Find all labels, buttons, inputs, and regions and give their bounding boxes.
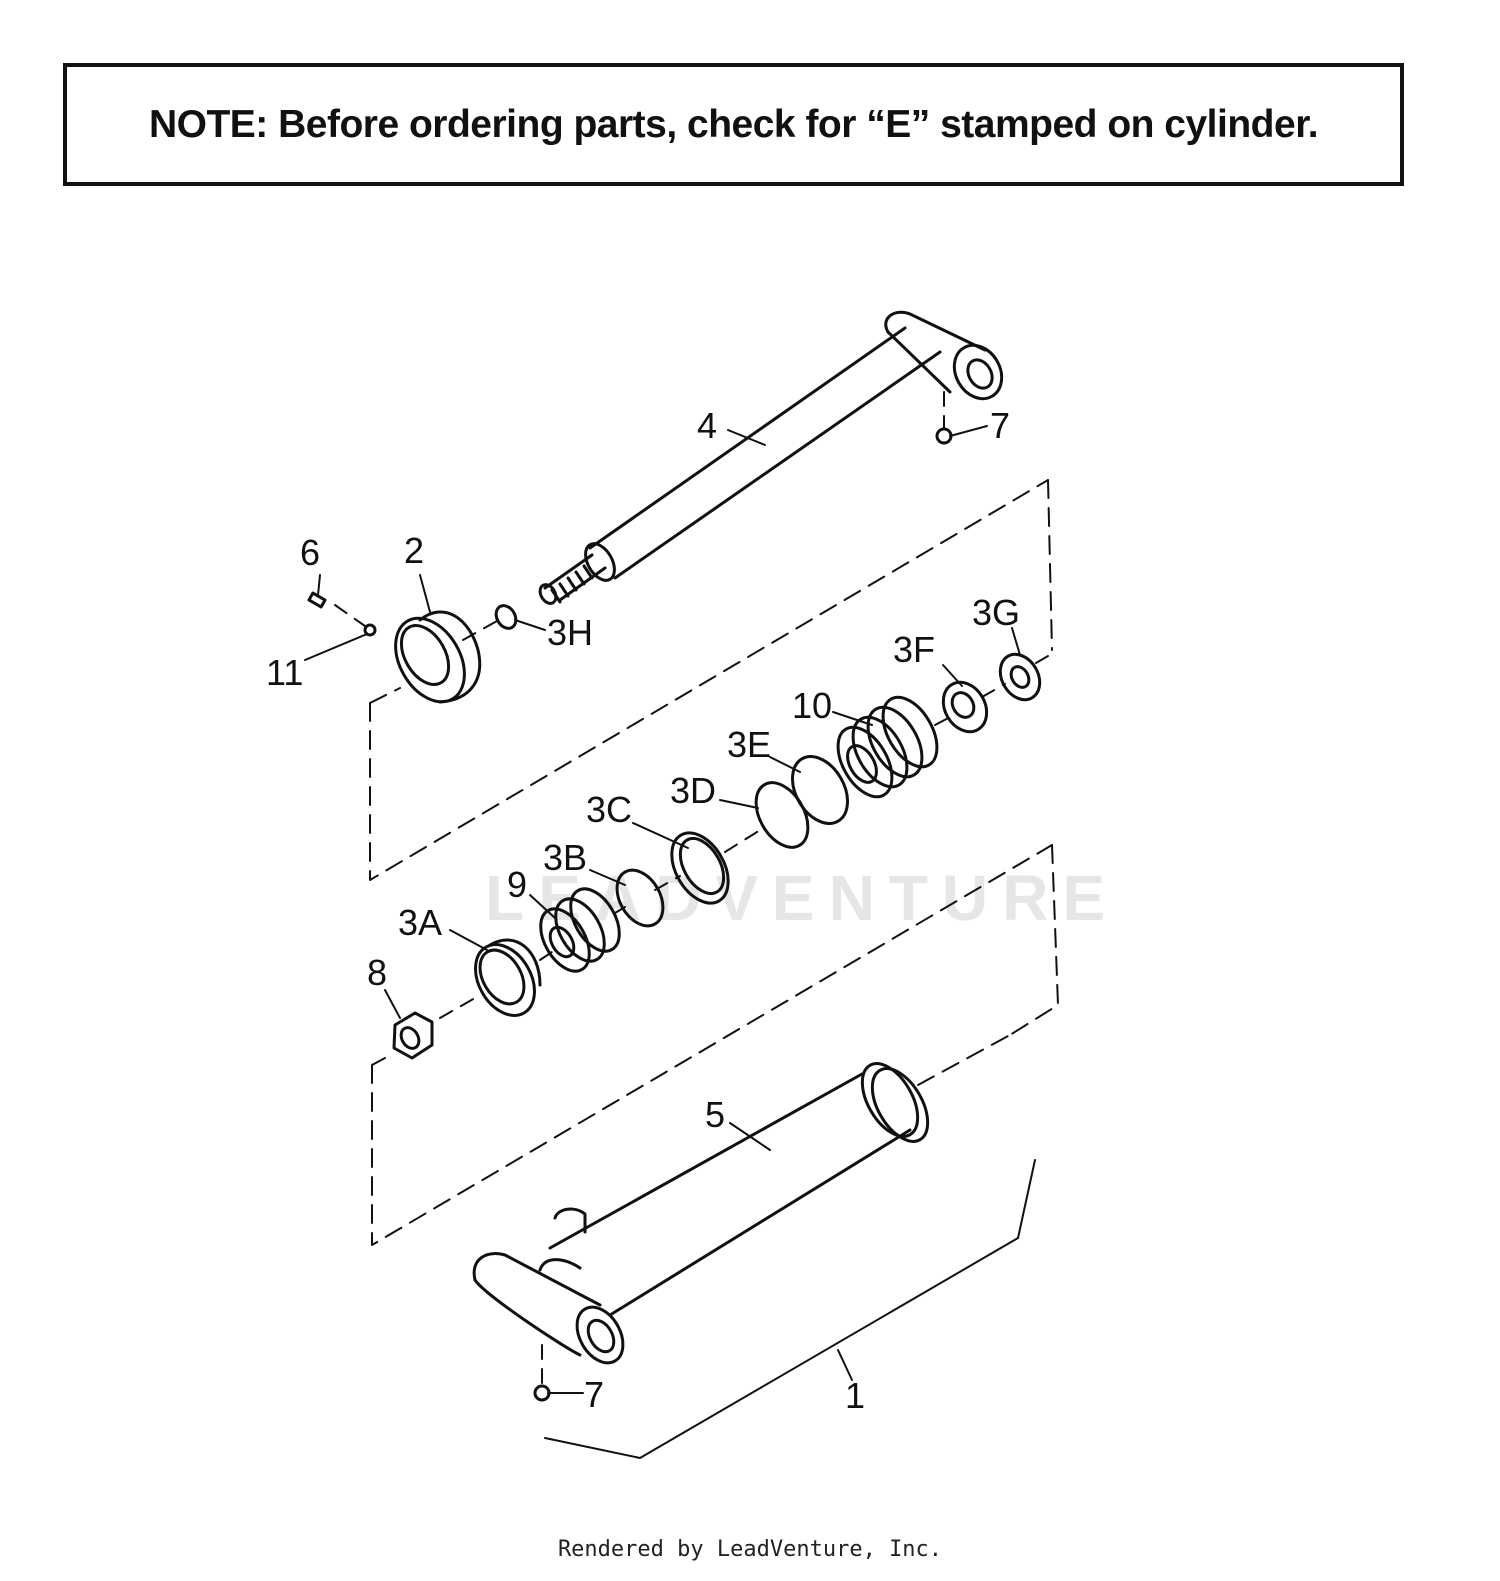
ring-3c bbox=[670, 831, 730, 905]
wear-ring-3a bbox=[474, 938, 542, 1017]
callout-3e: 3E bbox=[727, 724, 771, 765]
gland-part bbox=[394, 610, 482, 704]
washer-7-bottom bbox=[533, 1384, 551, 1402]
callout-4: 4 bbox=[697, 405, 717, 446]
ball-part bbox=[363, 623, 377, 637]
callout-labels: 4 7 6 2 3H 11 3G 3F 10 3E 3D 3C 3B 9 3A … bbox=[266, 405, 1020, 1416]
seal-3f bbox=[941, 680, 989, 734]
cylinder-barrel-part bbox=[472, 1062, 930, 1365]
callout-3c: 3C bbox=[586, 789, 632, 830]
note-body: Before ordering parts, check for “E” sta… bbox=[278, 103, 1319, 146]
callout-6: 6 bbox=[300, 532, 320, 573]
washer-3h bbox=[494, 604, 518, 630]
exploded-boundary-lines bbox=[369, 479, 1059, 1246]
washer-7-top bbox=[935, 427, 953, 445]
leader-lines bbox=[304, 425, 1021, 1394]
callout-10: 10 bbox=[792, 685, 832, 726]
nut-8 bbox=[392, 1011, 434, 1060]
callout-7-bottom: 7 bbox=[584, 1374, 604, 1415]
callout-3d: 3D bbox=[670, 770, 716, 811]
footer-credit: Rendered by LeadVenture, Inc. bbox=[557, 1537, 943, 1562]
callout-9: 9 bbox=[507, 864, 527, 905]
setscrew-part bbox=[307, 591, 327, 609]
piston-10 bbox=[836, 695, 939, 799]
assembly-axis bbox=[334, 391, 1049, 1386]
callout-5: 5 bbox=[705, 1094, 725, 1135]
callout-11: 11 bbox=[266, 652, 303, 693]
callout-3g: 3G bbox=[972, 592, 1020, 633]
note-text: NOTE: Before ordering parts, check for “… bbox=[67, 103, 1400, 147]
callout-8: 8 bbox=[367, 952, 387, 993]
note-label: NOTE: bbox=[148, 103, 268, 146]
callout-3f: 3F bbox=[893, 629, 935, 670]
callout-2: 2 bbox=[404, 530, 424, 571]
callout-7-top: 7 bbox=[990, 405, 1010, 446]
callout-3b: 3B bbox=[543, 837, 587, 878]
callout-3h: 3H bbox=[547, 612, 593, 653]
callout-3a: 3A bbox=[398, 902, 442, 943]
ring-3d bbox=[754, 781, 810, 849]
callout-1: 1 bbox=[845, 1375, 865, 1416]
washer-3g bbox=[998, 652, 1042, 702]
note-box: NOTE: Before ordering parts, check for “… bbox=[63, 63, 1404, 186]
piston-rod-part bbox=[538, 310, 1004, 605]
assembly-bracket bbox=[544, 1159, 1036, 1459]
